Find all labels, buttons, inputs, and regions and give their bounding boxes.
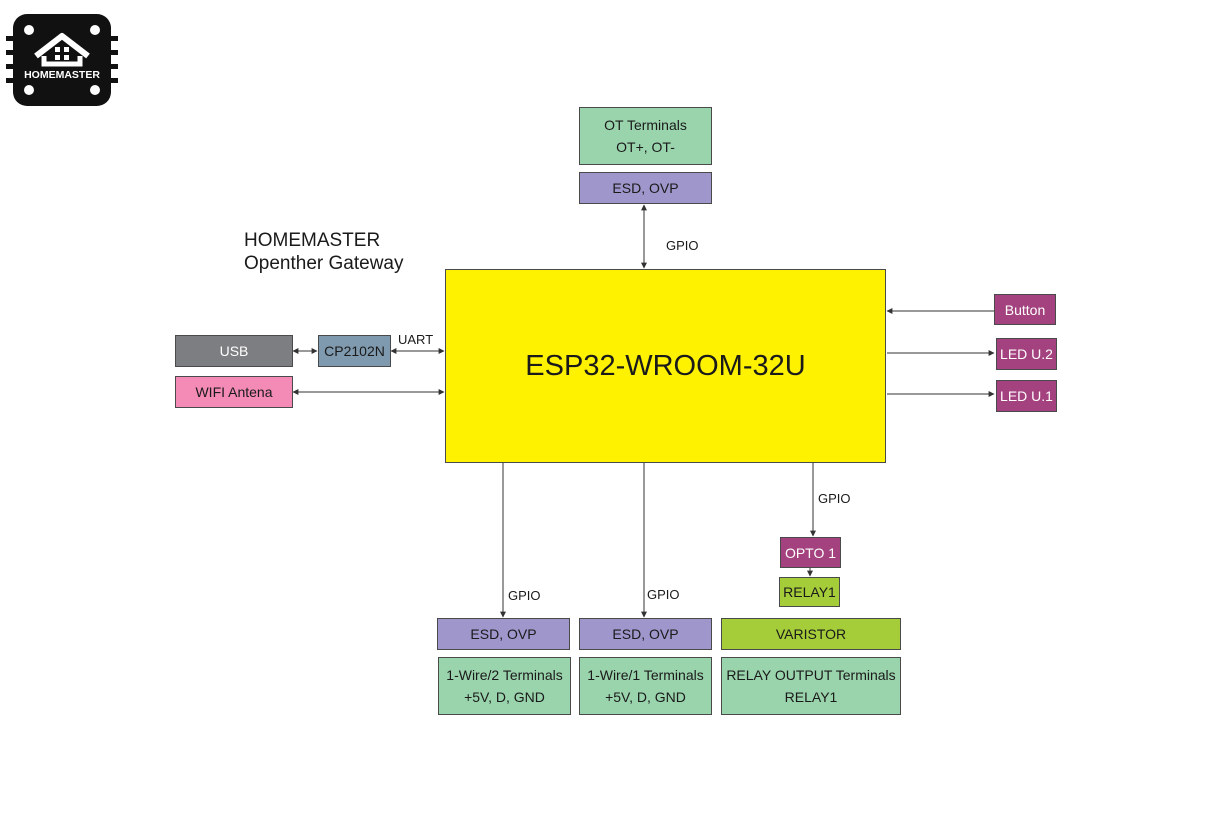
usb-box: USB	[175, 335, 293, 367]
esp32-module-label: ESP32-WROOM-32U	[525, 350, 806, 382]
wifi-antenna-box: WIFI Antena	[175, 376, 293, 408]
onewire1-terminals-pins: +5V, D, GND	[605, 689, 686, 705]
brand-line-2: Openther Gateway	[244, 253, 404, 274]
ot-esd-box: ESD, OVP	[579, 172, 712, 204]
gpio-relay-label: GPIO	[818, 491, 851, 506]
uart-label: UART	[398, 332, 434, 347]
onewire1-terminals-title: 1-Wire/1 Terminals	[587, 667, 704, 683]
onewire1-esd-label: ESD, OVP	[612, 626, 679, 642]
opto-box: OPTO 1	[780, 537, 841, 568]
led-u2-box: LED U.2	[996, 338, 1057, 370]
cp2102n-label: CP2102N	[324, 343, 385, 359]
button-label: Button	[1004, 301, 1046, 318]
led-u1-label: LED U.1	[1000, 388, 1053, 404]
onewire2-esd-box: ESD, OVP	[437, 618, 570, 650]
onewire1-terminals-box: 1-Wire/1 Terminals +5V, D, GND	[579, 657, 712, 715]
gpio-onewire1-label: GPIO	[647, 587, 680, 602]
homemaster-logo-icon: HOMEMASTER	[6, 14, 118, 106]
opto-label: OPTO 1	[784, 544, 837, 561]
led-u1-box: LED U.1	[996, 380, 1057, 412]
onewire1-esd-box: ESD, OVP	[579, 618, 712, 650]
wifi-antenna-label: WIFI Antena	[195, 384, 273, 400]
gpio-ot-label: GPIO	[666, 238, 699, 253]
button-box: Button	[994, 294, 1056, 325]
onewire2-terminals-box: 1-Wire/2 Terminals +5V, D, GND	[438, 657, 571, 715]
gpio-onewire2-label: GPIO	[508, 588, 541, 603]
relay-box: RELAY1	[779, 577, 840, 607]
varistor-label: VARISTOR	[775, 626, 847, 642]
ot-esd-label: ESD, OVP	[612, 180, 679, 196]
relay-output-terminals-box: RELAY OUTPUT Terminals RELAY1	[721, 657, 901, 715]
brand-line-1: HOMEMASTER	[244, 230, 381, 251]
relay-output-terminals-title: RELAY OUTPUT Terminals	[726, 667, 896, 683]
usb-label: USB	[219, 343, 249, 359]
ot-terminals-box: OT Terminals OT+, OT-	[579, 107, 712, 165]
varistor-box: VARISTOR	[721, 618, 901, 650]
cp2102n-box: CP2102N	[318, 335, 391, 367]
relay-label: RELAY1	[783, 584, 836, 600]
esp32-module-box: ESP32-WROOM-32U	[445, 269, 886, 463]
brand-title: HOMEMASTER Openther Gateway	[244, 229, 403, 275]
ot-terminals-title: OT Terminals	[604, 117, 687, 133]
logo-wordmark: HOMEMASTER	[24, 69, 100, 81]
onewire2-terminals-pins: +5V, D, GND	[464, 689, 545, 705]
onewire2-terminals-title: 1-Wire/2 Terminals	[446, 667, 563, 683]
onewire2-esd-label: ESD, OVP	[470, 626, 537, 642]
relay-output-terminals-pins: RELAY1	[784, 689, 838, 705]
ot-terminals-pins: OT+, OT-	[616, 139, 675, 155]
led-u2-label: LED U.2	[1000, 346, 1053, 362]
